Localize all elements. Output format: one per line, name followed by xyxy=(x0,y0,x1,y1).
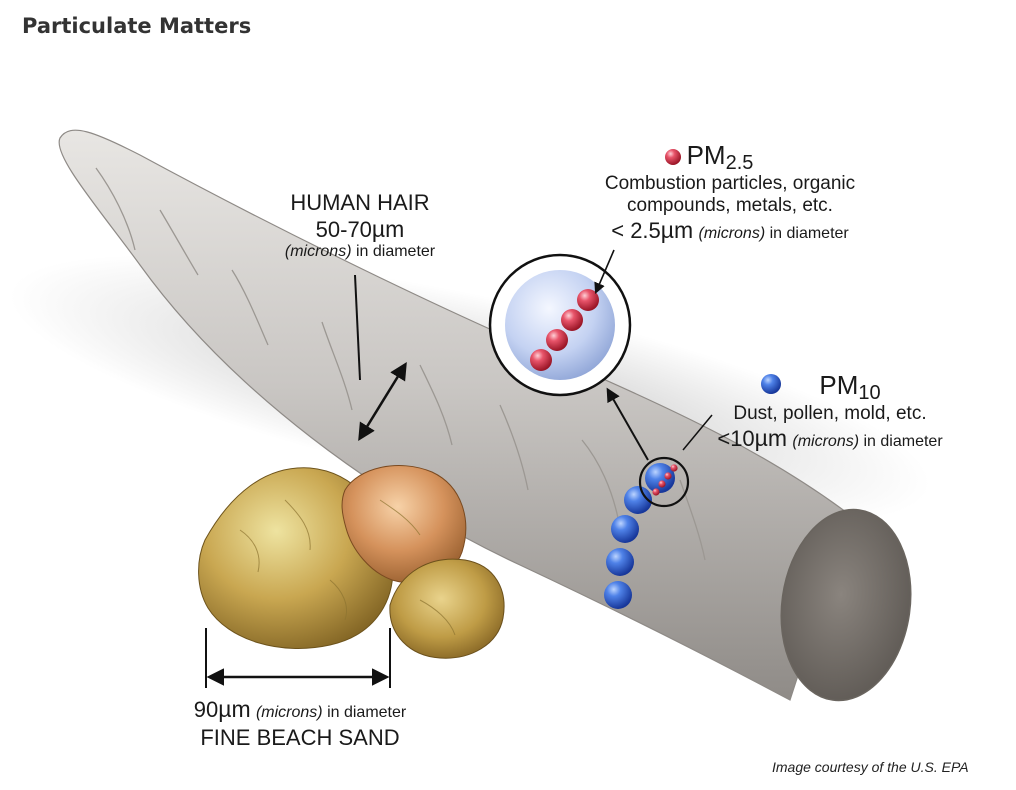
pm25-unit-note: (microns) xyxy=(698,225,766,243)
pm25-title: PM2.5 xyxy=(545,140,895,174)
pm25-desc-line1: Combustion particles, organic xyxy=(604,172,856,194)
hair-size-suffix: in diameter xyxy=(351,243,436,261)
image-credit: Image courtesy of the U.S. EPA xyxy=(772,759,969,775)
pm10-subscript: 10 xyxy=(858,382,881,404)
zoom-arrow xyxy=(606,387,649,461)
pm10-size-unit: µm xyxy=(754,425,788,452)
pm10-particles xyxy=(604,463,675,609)
hair-unit-note: (microns) xyxy=(284,243,352,261)
sand-size-suffix: in diameter xyxy=(322,704,407,721)
hair-size-unit: µm xyxy=(371,215,405,242)
hair-label: HUMAN HAIR 50-70µm (microns) in diameter xyxy=(270,190,450,262)
pm10-size-value: <10 xyxy=(717,426,755,452)
pm10-magnifier-ring xyxy=(638,456,690,508)
sand-size-unit: µm xyxy=(218,696,251,722)
pm25-label: PM2.5 Combustion particles, organic comp… xyxy=(565,140,895,245)
hair-size-note: (microns) in diameter xyxy=(270,243,450,262)
sand-unit-note: (microns) xyxy=(255,704,323,721)
hair-cross-section xyxy=(780,508,912,702)
pm10-desc: Dust, pollen, mold, etc. xyxy=(733,402,927,424)
diagram-artwork xyxy=(9,129,931,702)
pm25-size: < 2.5µm (microns) in diameter xyxy=(565,217,895,244)
pm10-label-pointer xyxy=(682,414,713,451)
pm25-legend-dot xyxy=(665,149,681,165)
sand-label: 90µm (microns) in diameter FINE BEACH SA… xyxy=(160,696,440,751)
sand-size-number: 90 xyxy=(193,697,219,722)
pm25-subscript: 2.5 xyxy=(725,152,754,174)
pm10-label: PM10 Dust, pollen, mold, etc. <10µm (mic… xyxy=(680,370,980,452)
sand-texture xyxy=(239,499,456,636)
page-title: Particulate Matters xyxy=(22,14,252,38)
pm25-label-pointer xyxy=(594,249,615,295)
hair-size-number: 50-70 xyxy=(315,216,372,242)
pm25-size-value: < 2.5 xyxy=(611,218,661,244)
pm25-name: PM xyxy=(686,140,726,170)
sand-size: 90µm (microns) in diameter xyxy=(160,696,440,723)
particle-size-diagram: HUMAN HAIR 50-70µm (microns) in diameter… xyxy=(0,60,1016,790)
hair-cuticle-lines xyxy=(95,167,706,561)
pm25-size-unit: µm xyxy=(660,217,694,244)
pm25-particle-chain xyxy=(530,289,599,371)
pm10-unit-note: (microns) xyxy=(792,433,860,451)
sand-name: FINE BEACH SAND xyxy=(200,725,400,751)
sand-grain-small xyxy=(389,558,505,659)
pm10-name: PM xyxy=(819,370,859,400)
hair-name: HUMAN HAIR xyxy=(290,190,430,215)
pm10-size: <10µm (microns) in diameter xyxy=(680,425,980,452)
pm10-size-suffix: in diameter xyxy=(859,433,943,451)
pm25-mini-particles xyxy=(652,464,678,496)
hair-size: 50-70µm xyxy=(270,216,450,243)
pm25-desc-line2: compounds, metals, etc. xyxy=(627,195,833,217)
pm25-size-suffix: in diameter xyxy=(765,225,849,243)
human-hair-strand xyxy=(58,129,851,701)
pm10-legend-dot xyxy=(761,374,781,394)
pm10-title: PM10 xyxy=(720,370,980,404)
hair-width-arrow xyxy=(358,362,407,441)
